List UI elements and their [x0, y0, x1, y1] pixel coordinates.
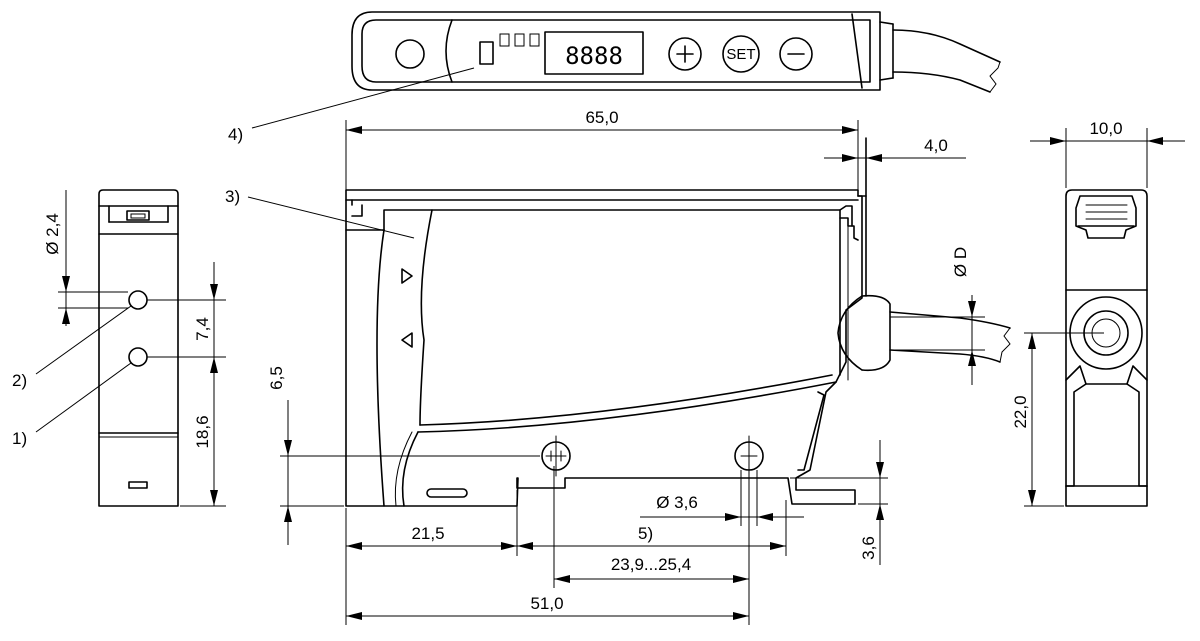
callout-5: 5) [638, 524, 653, 543]
dim-65: 65,0 [585, 108, 618, 127]
top-panel-view: 8888 SET [351, 11, 1001, 93]
hole-icon [128, 347, 148, 367]
front-view [98, 189, 179, 507]
dim-4: 4,0 [924, 136, 948, 155]
dim-18-6: 18,6 [193, 415, 212, 448]
knob-icon [395, 39, 425, 69]
dim-phi-3-6: Ø 3,6 [656, 493, 698, 512]
callouts: 4) 3) 2) 1) 5) [12, 67, 653, 543]
dim-6-5: 6,5 [267, 366, 286, 390]
plus-button[interactable] [668, 37, 702, 71]
led-icon [479, 41, 494, 65]
dim-22: 22,0 [1011, 395, 1030, 428]
display-digits: 8888 [565, 42, 623, 70]
callout-2: 2) [12, 371, 27, 390]
callout-4: 4) [228, 125, 243, 144]
set-label: SET [726, 46, 755, 63]
triangle-left-icon [401, 332, 413, 348]
triangle-right-icon [401, 268, 413, 284]
callout-3: 3) [225, 187, 240, 206]
dim-phi-d: Ø D [951, 247, 970, 277]
dim-51: 51,0 [530, 594, 563, 613]
dim-23-9-25-4: 23,9...25,4 [611, 555, 691, 574]
dim-10: 10,0 [1089, 119, 1122, 138]
dim-21-5: 21,5 [411, 524, 444, 543]
dim-7-4: 7,4 [193, 317, 212, 341]
side-view [345, 137, 1011, 507]
callout-1: 1) [12, 429, 27, 448]
hole-icon [128, 290, 148, 310]
dim-3-6: 3,6 [859, 536, 878, 560]
led-icon [514, 33, 525, 47]
dim-phi-2-4: Ø 2,4 [43, 213, 62, 255]
minus-button[interactable] [779, 37, 813, 71]
dimension-lines: 65,0 4,0 10,0 Ø 2,4 7,4 18,6 [43, 108, 1185, 625]
set-button[interactable]: SET [722, 35, 760, 73]
led-icon [499, 33, 510, 47]
display-window [544, 31, 644, 75]
rear-view [1065, 189, 1148, 507]
led-icon [529, 33, 540, 47]
